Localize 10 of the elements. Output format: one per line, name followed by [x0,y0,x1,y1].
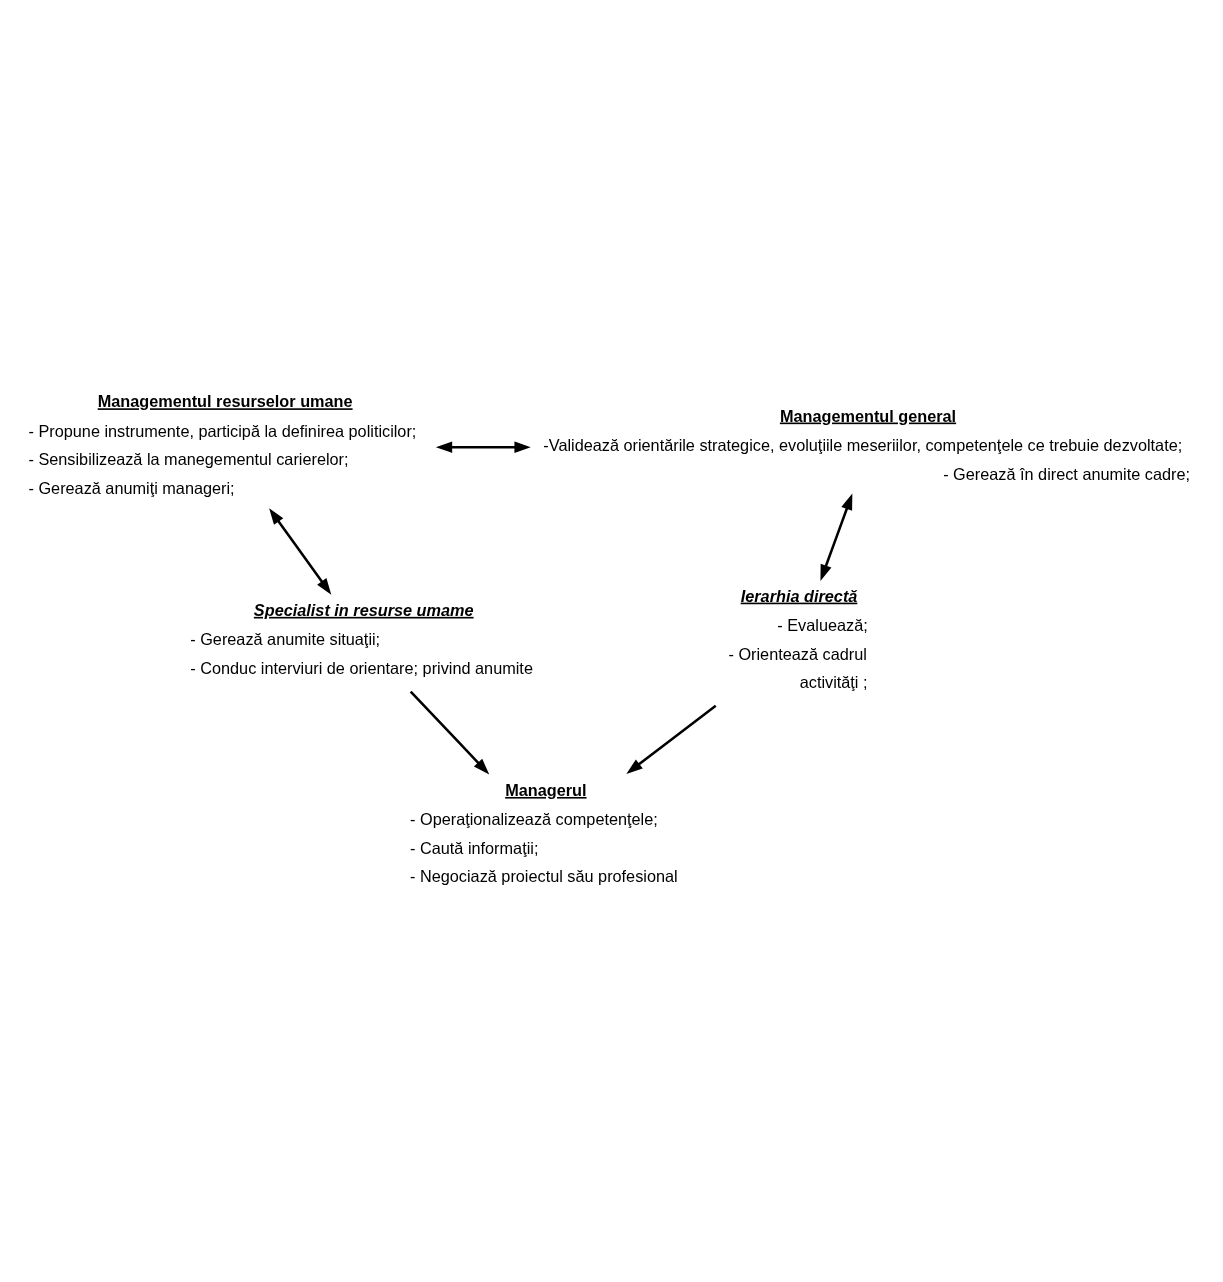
arrow [409,690,490,774]
node-text: Managementul general -Validează orientările strategice, evoluţiile meseriilor, competenţele ce trebuie dezvoltate; - Gerează în direct anumite cadre; [543,406,1190,483]
node-text: Managementul resurselor umane - Propune instrumente, participă la definirea politicilor; - Sensibilizează la manegementul carierelor; - Gerează anumiţi manageri; [28,391,417,497]
node-text: Managerul - Operaţionalizează competenţele; - Caută informaţii; - Negociază proiectul său profesional [410,780,678,885]
node-text: Ierarhia directă - Evaluează; - Orientează cadrul activităţi ; [728,586,868,691]
arrow [269,507,332,595]
arrow [626,704,717,774]
arrow [820,493,853,581]
arrow [435,440,531,453]
node-text: Specialist in resurse umame - Gerează anumite situaţii; - Conduc interviuri de orientare; privind anumite [190,600,533,677]
